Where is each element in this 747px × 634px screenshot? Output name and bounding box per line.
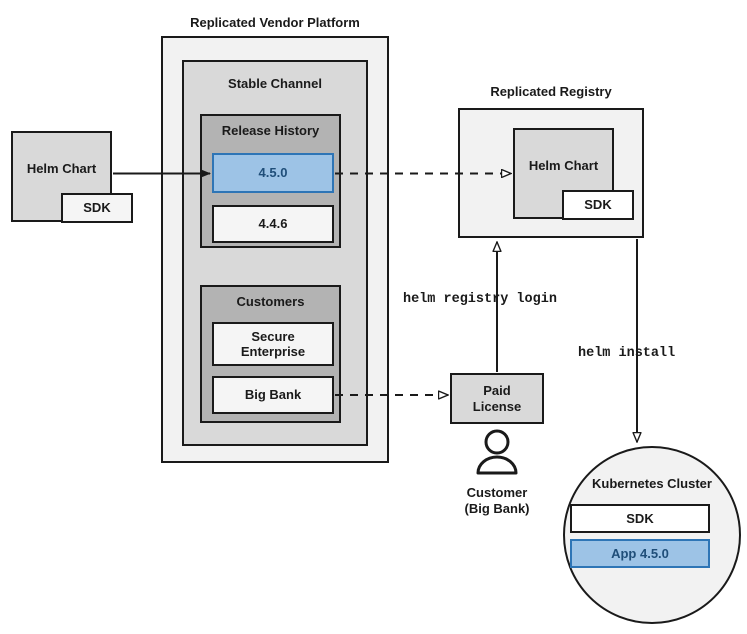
customer-secure-enterprise[interactable]: Secure Enterprise [212, 322, 334, 366]
source-sdk[interactable]: SDK [61, 193, 133, 223]
source-helm-chart-label: Helm Chart [26, 160, 97, 176]
cluster-sdk[interactable]: SDK [570, 504, 710, 533]
edge-label-helm-install: helm install [578, 346, 676, 361]
customer-big-bank[interactable]: Big Bank [212, 376, 334, 414]
edge-label-helm-registry-login: helm registry login [403, 292, 557, 307]
release-version-4-4-6[interactable]: 4.4.6 [212, 205, 334, 243]
release-history-title: Release History [221, 123, 320, 138]
registry-sdk[interactable]: SDK [562, 190, 634, 220]
stable-channel-title: Stable Channel [228, 76, 322, 91]
vendor-platform-title: Replicated Vendor Platform [190, 15, 360, 30]
customers-title: Customers [236, 294, 305, 309]
kubernetes-cluster-title: Kubernetes Cluster [592, 476, 712, 491]
registry-title: Replicated Registry [490, 84, 612, 99]
paid-license[interactable]: Paid License [450, 373, 544, 424]
cluster-app-4-5-0[interactable]: App 4.5.0 [570, 539, 710, 568]
release-version-4-5-0[interactable]: 4.5.0 [212, 153, 334, 193]
kubernetes-cluster-container [563, 446, 741, 624]
registry-helm-chart-label: Helm Chart [528, 157, 599, 173]
customer-person-label: Customer (Big Bank) [464, 485, 530, 516]
